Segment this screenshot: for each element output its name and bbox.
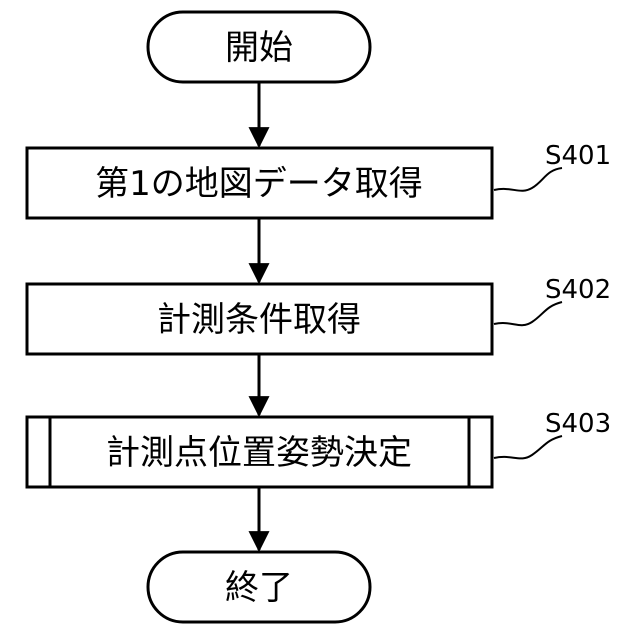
process-box-s401-text: 第1の地図データ取得 <box>95 164 423 204</box>
predefined-process-box-s403: 計測点位置姿勢決定 <box>27 417 492 487</box>
process-box-s402: 計測条件取得 <box>27 284 492 354</box>
step-label-s402: S402 <box>545 275 611 305</box>
leader-line-s401 <box>494 168 562 191</box>
process-box-s402-text: 計測条件取得 <box>157 300 361 340</box>
leader-line-s402 <box>494 302 562 325</box>
step-label-s403: S403 <box>545 409 611 439</box>
process-box-s401: 第1の地図データ取得 <box>27 148 492 218</box>
end-terminal: 終了 <box>148 552 370 622</box>
start-terminal: 開始 <box>148 12 370 82</box>
step-label-s401: S401 <box>545 141 611 171</box>
predefined-process-box-s403-text: 計測点位置姿勢決定 <box>106 433 412 473</box>
leader-line-s403 <box>494 436 562 458</box>
start-terminal-label: 開始 <box>225 28 293 68</box>
end-terminal-label: 終了 <box>225 568 293 608</box>
